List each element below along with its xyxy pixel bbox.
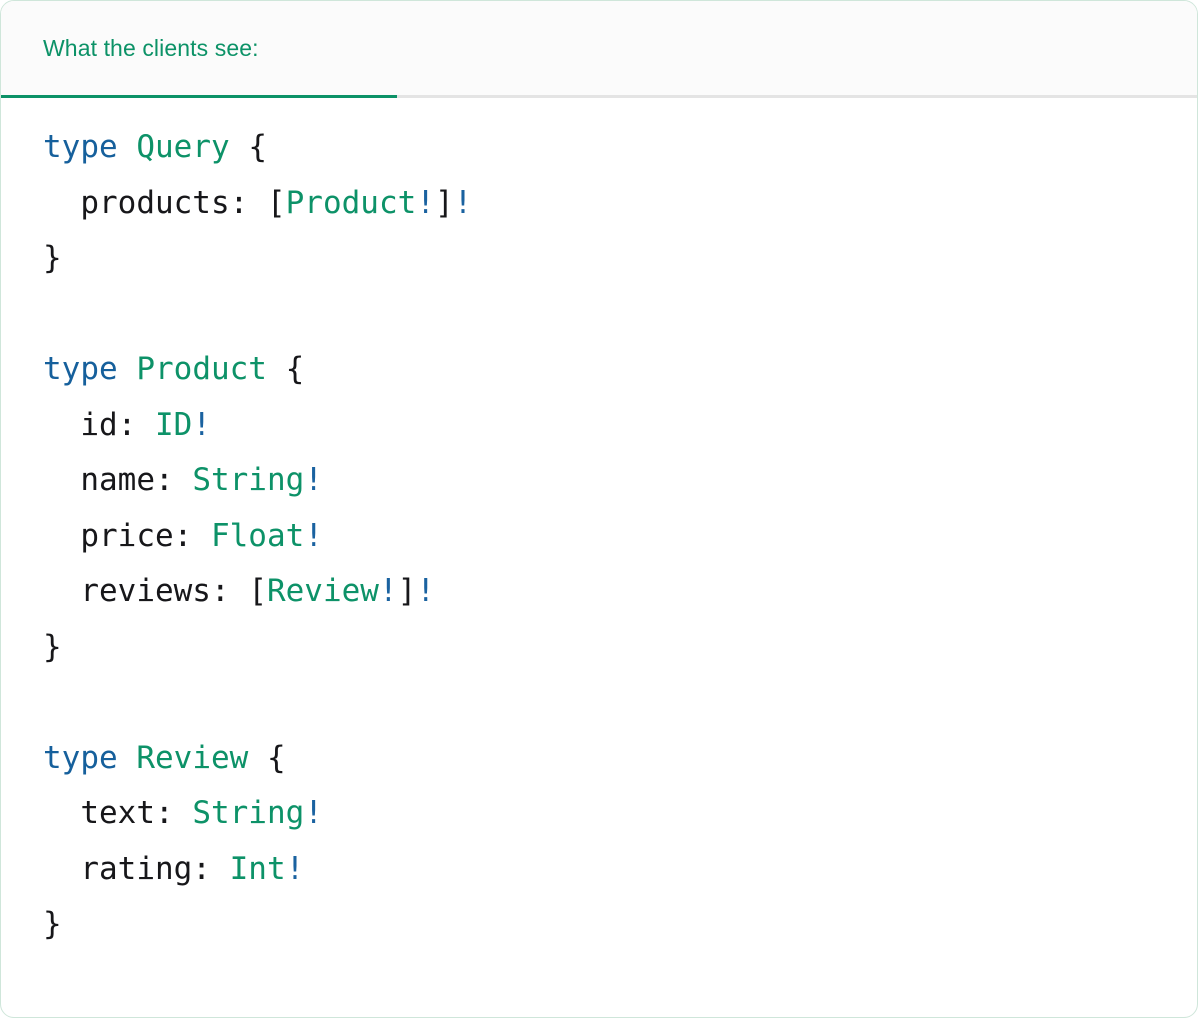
code-token-type: Product — [285, 184, 417, 221]
code-token-bang: ! — [285, 850, 305, 887]
code-token-punct: { — [266, 351, 305, 387]
code-token-field: products: — [80, 184, 267, 221]
code-token-bang: ! — [304, 517, 323, 554]
code-line: reviews: [Review!]! — [43, 564, 1197, 620]
code-token-type: ID — [154, 406, 193, 443]
code-token-field: rating: — [80, 850, 230, 887]
code-token-punct: ] — [434, 184, 454, 221]
code-token-type: String — [192, 795, 305, 831]
code-line: price: Float! — [43, 509, 1197, 565]
code-line: type Query { — [43, 120, 1197, 176]
code-line: } — [43, 620, 1197, 676]
code-area: type Query { products: [Product!]! } typ… — [1, 98, 1197, 953]
code-token-keyword: type — [43, 351, 118, 387]
code-token-bang: ! — [416, 184, 435, 221]
code-line: } — [43, 897, 1197, 953]
code-token-plain — [118, 740, 137, 776]
code-token-plain — [118, 129, 137, 165]
code-token-type: Product — [136, 351, 267, 387]
code-token-punct: { — [229, 129, 267, 165]
code-token-punct: ] — [397, 573, 417, 609]
code-line: rating: Int! — [43, 842, 1197, 898]
code-line — [43, 287, 1197, 343]
tab-what-the-clients-see[interactable]: What the clients see: — [1, 1, 397, 98]
code-line — [43, 675, 1197, 731]
code-token-plain — [118, 351, 137, 387]
code-token-type: Float — [210, 517, 305, 554]
code-token-bang: ! — [304, 795, 323, 831]
code-token-bang: ! — [453, 184, 473, 221]
code-token-field: price: — [80, 517, 211, 554]
code-line: id: ID! — [43, 398, 1197, 454]
code-token-type: Query — [136, 129, 230, 165]
code-line: type Review { — [43, 731, 1197, 787]
code-token-punct: } — [43, 240, 62, 276]
code-token-type: Review — [136, 739, 249, 776]
code-token-punct: } — [43, 906, 62, 942]
code-token-field: reviews: — [80, 573, 249, 609]
tab-bar: What the clients see: — [1, 1, 1197, 98]
tab-active-underline — [1, 95, 397, 98]
code-token-bang: ! — [304, 462, 323, 498]
code-token-keyword: type — [43, 129, 118, 165]
graphql-schema-code[interactable]: type Query { products: [Product!]! } typ… — [1, 120, 1197, 953]
code-line: type Product { — [43, 342, 1197, 398]
code-token-field: name: — [80, 462, 193, 498]
tab-label: What the clients see: — [43, 34, 259, 61]
code-token-bang: ! — [192, 406, 211, 443]
code-token-field: id: — [80, 406, 155, 443]
code-token-type: Int — [229, 850, 286, 887]
code-line: text: String! — [43, 786, 1197, 842]
code-token-keyword: type — [43, 739, 118, 776]
code-token-punct: [ — [266, 184, 286, 221]
code-token-punct: } — [43, 628, 62, 665]
code-token-bang: ! — [378, 573, 398, 609]
code-line: products: [Product!]! — [43, 176, 1197, 232]
code-token-type: String — [192, 462, 305, 498]
code-token-bang: ! — [416, 573, 435, 609]
code-token-type: Review — [266, 573, 379, 609]
code-token-punct: [ — [248, 573, 267, 609]
code-token-field: text: — [80, 795, 193, 831]
code-line: name: String! — [43, 453, 1197, 509]
code-line: } — [43, 231, 1197, 287]
code-token-punct: { — [248, 739, 286, 776]
